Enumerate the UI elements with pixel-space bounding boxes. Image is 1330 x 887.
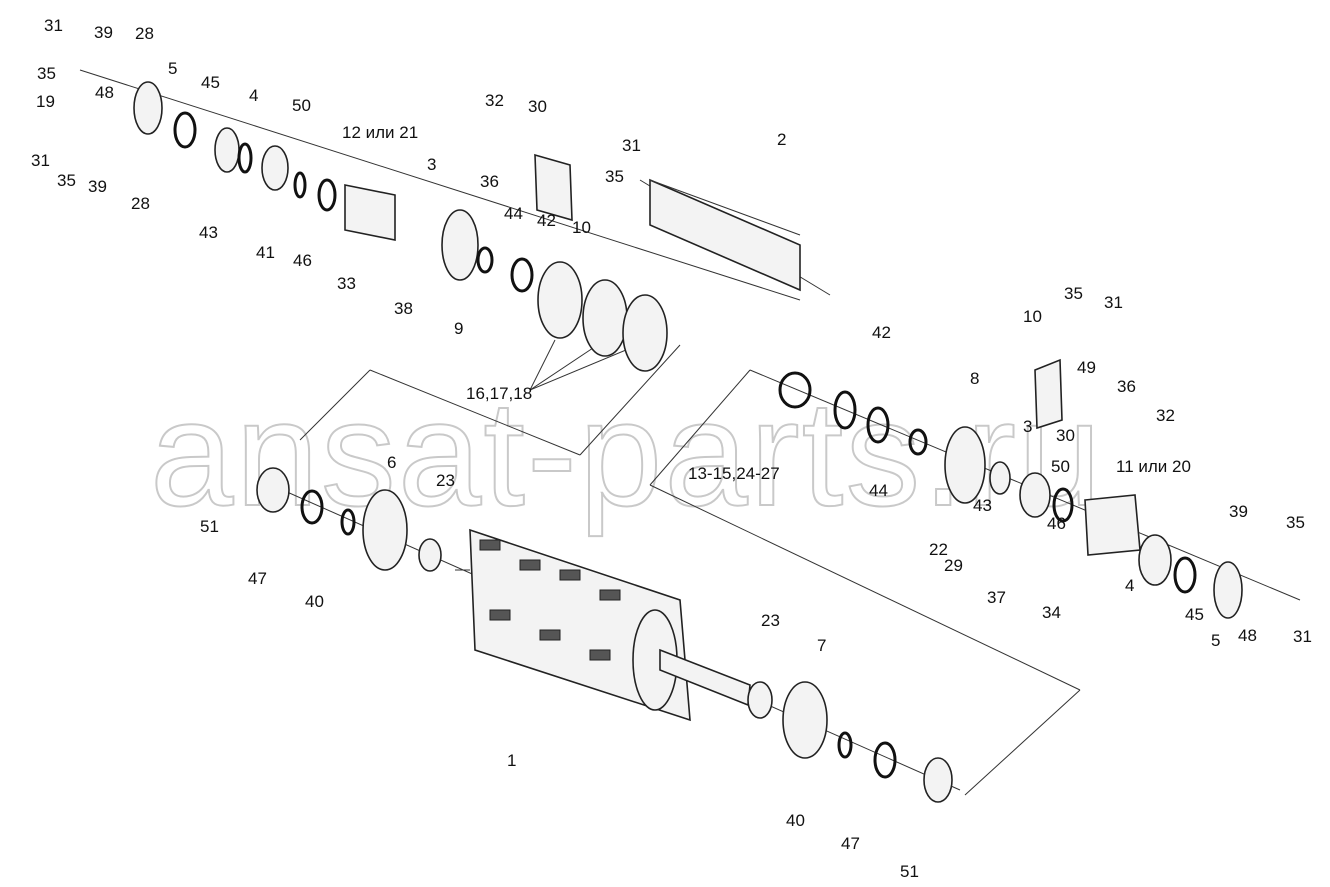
part-6-flange — [362, 489, 408, 571]
callout: 42 — [537, 211, 556, 230]
parts — [133, 81, 1243, 803]
part-50-bearing — [261, 145, 289, 191]
callout: 7 — [817, 636, 826, 655]
callout: 38 — [394, 299, 413, 318]
callout-labels: 31 39 28 35 5 48 19 45 4 50 31 35 39 28 … — [31, 16, 1312, 881]
callout: 13-15,24-27 — [688, 464, 780, 483]
part-8-flange — [944, 426, 986, 504]
callout: 29 — [944, 556, 963, 575]
callout: 2 — [777, 130, 786, 149]
callout: 44 — [504, 204, 523, 223]
part-7-flange — [782, 681, 828, 759]
callout: 23 — [436, 471, 455, 490]
callout: 35 — [1064, 284, 1083, 303]
part-12-housing — [344, 184, 396, 241]
callout: 11 или 20 — [1116, 457, 1191, 476]
callout: 1 — [507, 751, 516, 770]
callout: 40 — [305, 592, 324, 611]
callout: 35 — [57, 171, 76, 190]
callout: 35 — [1286, 513, 1305, 532]
callout: 37 — [987, 588, 1006, 607]
part-2-cover — [649, 178, 801, 292]
callout: 4 — [1125, 576, 1134, 595]
callout: 47 — [841, 834, 860, 853]
callout: 39 — [88, 177, 107, 196]
callout: 44 — [869, 481, 888, 500]
callout: 46 — [293, 251, 312, 270]
part-23-seal-right — [747, 681, 773, 719]
callout: 43 — [199, 223, 218, 242]
part-5-flange-right — [1213, 561, 1243, 619]
callout: 48 — [1238, 626, 1257, 645]
callout: 31 — [44, 16, 63, 35]
callout: 30 — [1056, 426, 1075, 445]
callout: 3 — [1023, 417, 1032, 436]
part-10-plate-right — [1034, 358, 1063, 430]
part-51-bearing-right — [923, 757, 953, 803]
callout: 48 — [95, 83, 114, 102]
callout: 31 — [1104, 293, 1123, 312]
callout: 51 — [200, 517, 219, 536]
part-10-plate — [534, 153, 573, 222]
callout: 50 — [292, 96, 311, 115]
callout: 28 — [135, 24, 154, 43]
callout: 12 или 21 — [342, 123, 418, 142]
callout: 19 — [36, 92, 55, 111]
callout: 10 — [1023, 307, 1042, 326]
callout: 32 — [1156, 406, 1175, 425]
callout: 35 — [605, 167, 624, 186]
callout: 9 — [454, 319, 463, 338]
callout: 23 — [761, 611, 780, 630]
callout: 39 — [94, 23, 113, 42]
part-9-flange — [441, 209, 479, 281]
callout: 3 — [427, 155, 436, 174]
part-23-seal — [418, 538, 442, 572]
callout: 35 — [37, 64, 56, 83]
callout: 31 — [31, 151, 50, 170]
callout: 16,17,18 — [466, 384, 532, 403]
callout: 28 — [131, 194, 150, 213]
callout: 47 — [248, 569, 267, 588]
part-50-bearing-right — [1019, 472, 1051, 518]
callout: 33 — [337, 274, 356, 293]
callout: 50 — [1051, 457, 1070, 476]
callout: 42 — [872, 323, 891, 342]
callout: 5 — [168, 59, 177, 78]
callout: 8 — [970, 369, 979, 388]
callout: 4 — [249, 86, 258, 105]
callout: 45 — [1185, 605, 1204, 624]
callout: 22 — [929, 540, 948, 559]
callout: 30 — [528, 97, 547, 116]
callout: 39 — [1229, 502, 1248, 521]
watermark: ansat-parts.ru — [150, 369, 1103, 537]
callout: 43 — [973, 496, 992, 515]
callout: 51 — [900, 862, 919, 881]
callout: 36 — [480, 172, 499, 191]
callout: 34 — [1042, 603, 1061, 622]
callout: 32 — [485, 91, 504, 110]
callout: 31 — [1293, 627, 1312, 646]
part-51-bearing — [256, 467, 290, 513]
callout: 45 — [201, 73, 220, 92]
callout: 49 — [1077, 358, 1096, 377]
callout: 31 — [622, 136, 641, 155]
callout: 6 — [387, 453, 396, 472]
callout: 5 — [1211, 631, 1220, 650]
callout: 40 — [786, 811, 805, 830]
part-5-flange — [133, 81, 163, 135]
part-11-housing — [1084, 494, 1141, 556]
callout: 36 — [1117, 377, 1136, 396]
callout: 10 — [572, 218, 591, 237]
callout: 46 — [1047, 514, 1066, 533]
callout: 41 — [256, 243, 275, 262]
